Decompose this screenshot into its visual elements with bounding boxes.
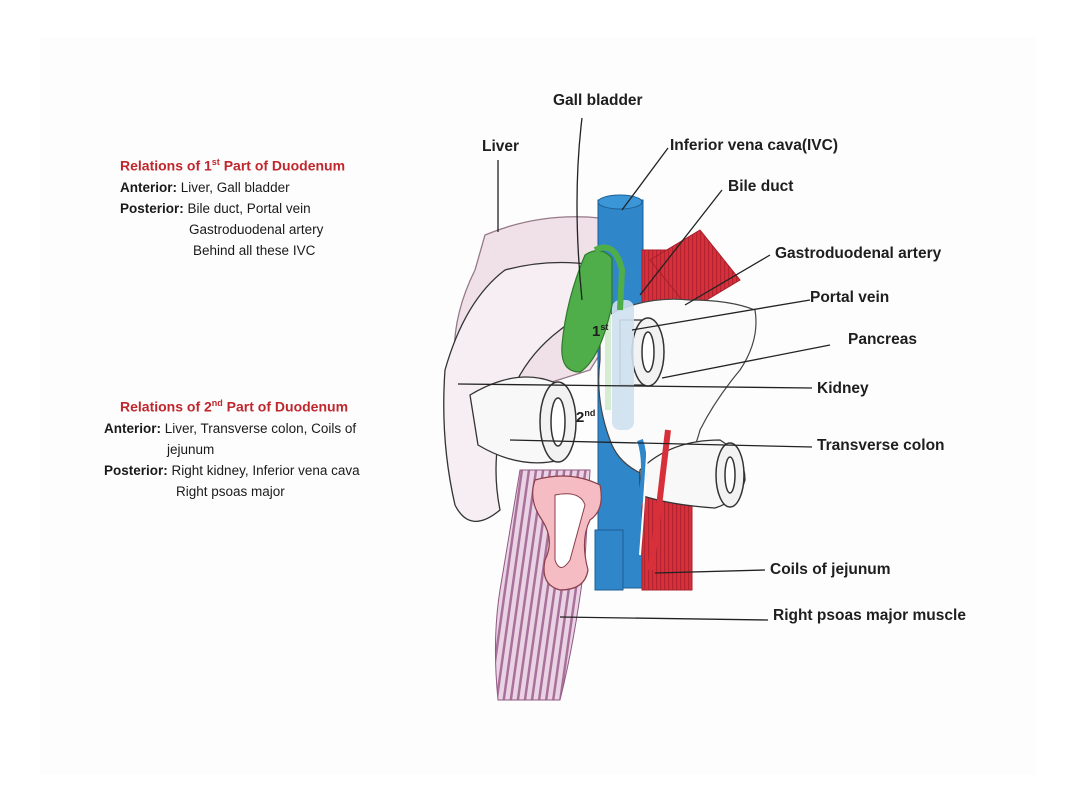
leader-gastroduodenal	[684, 254, 771, 306]
leader-lines	[457, 117, 831, 621]
first-part-posterior: Posterior: Bile duct, Portal vein	[120, 200, 311, 216]
label-bile-duct: Bile duct	[728, 178, 794, 195]
label-coils-of-jejunum: Coils of jejunum	[770, 561, 891, 578]
leader-psoas	[559, 616, 769, 621]
first-part-relations: Relations of 1st Part of Duodenum Anteri…	[120, 152, 345, 261]
leader-kidney	[457, 383, 813, 389]
label-transverse-colon: Transverse colon	[817, 437, 945, 454]
mesenteric-vessels	[627, 439, 647, 561]
second-part-anterior: Anterior: Liver, Transverse colon, Coils…	[104, 420, 357, 436]
second-part-posterior-line: Right psoas major	[176, 483, 285, 499]
leader-ivc	[621, 147, 669, 211]
first-part-title: Relations of 1st Part of Duodenum	[120, 157, 346, 174]
first-part-posterior-line: Behind all these IVC	[193, 242, 316, 258]
first-part-anterior: Anterior: Liver, Gall bladder	[120, 179, 290, 195]
gall-bladder-shape	[561, 250, 613, 373]
label-pancreas: Pancreas	[848, 331, 917, 348]
second-part-anterior-line: jejunum	[167, 441, 215, 457]
label-gall-bladder: Gall bladder	[553, 92, 643, 109]
portal-vein-band	[612, 300, 634, 430]
second-part-marker: 2nd	[576, 408, 596, 426]
second-part-title: Relations of 2nd Part of Duodenum	[120, 398, 349, 415]
label-right-psoas-major-muscle: Right psoas major muscle	[773, 607, 966, 624]
leader-jejunum	[654, 569, 766, 574]
second-part-relations: Relations of 2nd Part of Duodenum Anteri…	[104, 393, 360, 502]
label-kidney: Kidney	[817, 380, 869, 397]
leader-transverse-colon	[509, 439, 813, 448]
label-portal-vein: Portal vein	[810, 289, 890, 306]
label-ivc: Inferior vena cava(IVC)	[670, 137, 838, 154]
leader-bile-duct	[639, 189, 723, 296]
leader-pancreas	[661, 344, 831, 379]
leader-portal-vein	[631, 299, 811, 331]
first-part-marker: 1st	[592, 322, 609, 340]
leader-gall-bladder	[576, 117, 583, 301]
first-part-posterior-line: Gastroduodenal artery	[189, 221, 324, 237]
label-liver: Liver	[482, 138, 520, 155]
label-gastroduodenal-artery: Gastroduodenal artery	[775, 245, 942, 262]
second-part-posterior: Posterior: Right kidney, Inferior vena c…	[104, 462, 360, 478]
